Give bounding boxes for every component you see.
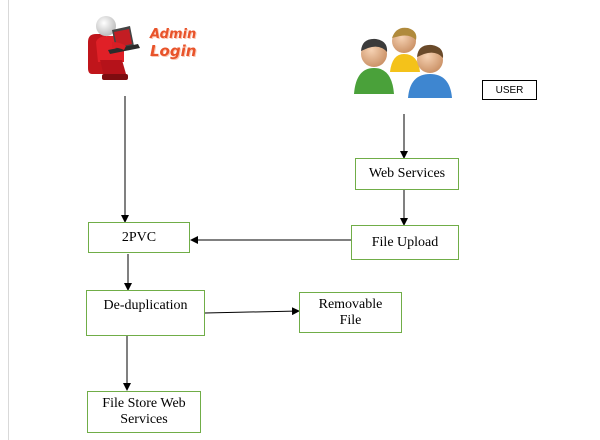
user-label-box: USER [482, 80, 537, 100]
file-upload-label: File Upload [371, 234, 439, 250]
file-store-label-line2: Services [120, 412, 168, 427]
user-label: USER [495, 84, 524, 96]
file-store-node: File Store Web Services [87, 391, 201, 433]
file-upload-node: File Upload [351, 225, 459, 260]
admin-at-laptop-icon [88, 16, 140, 80]
file-store-label-line1: File Store Web [102, 396, 186, 411]
twopvc-node: 2PVC [88, 222, 190, 253]
admin-label-line1: Admin [150, 27, 197, 42]
removable-label-line2: File [339, 312, 362, 328]
dedup-label: De-duplication [103, 298, 188, 313]
web-services-label: Web Services [368, 166, 446, 181]
admin-label-line2: Login [150, 42, 197, 60]
web-services-node: Web Services [355, 158, 459, 190]
removable-label-line1: Removable [318, 296, 383, 312]
removable-file-node: Removable File [299, 292, 402, 333]
arrow-dedup-to-removable [204, 307, 300, 316]
page-left-border [8, 0, 9, 440]
twopvc-label: 2PVC [121, 229, 157, 245]
dedup-node: De-duplication [86, 290, 205, 336]
user-group-icon [354, 27, 452, 98]
admin-login-label: Admin Login [150, 26, 210, 60]
